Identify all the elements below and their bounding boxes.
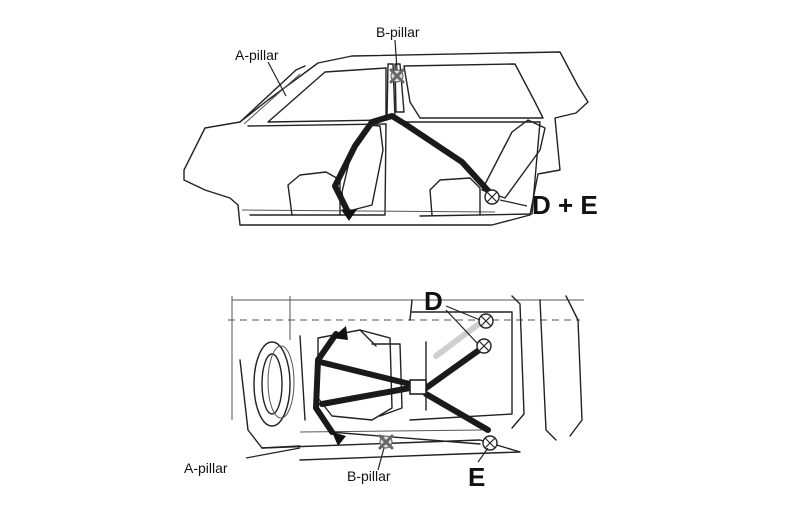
strap-lower-diag <box>319 385 413 407</box>
d-leader-2 <box>445 309 479 345</box>
d-label: D <box>424 286 443 316</box>
strap-right-down <box>423 391 491 433</box>
strap-rear-top <box>402 121 495 198</box>
strap-upper-diag <box>317 359 413 387</box>
car-interior-view <box>228 295 584 461</box>
e-label: E <box>468 462 486 492</box>
b-pillar-label-top: B-pillar <box>376 24 420 40</box>
strap-front-left <box>313 331 339 435</box>
strap-faded <box>433 317 487 359</box>
strap-right-up <box>423 345 485 391</box>
a-pillar-leader-top <box>267 61 287 97</box>
a-pillar-leader-bottom <box>245 447 301 459</box>
a-pillar-label-top: A-pillar <box>235 47 279 63</box>
strap-hook-icon <box>341 209 357 221</box>
car-side-view <box>183 51 589 226</box>
e-leader <box>477 447 489 463</box>
strap-hook-icon <box>332 326 348 340</box>
anchor-bolt-icon <box>478 313 494 329</box>
strap-front-top <box>332 113 408 215</box>
b-pillar-label-bottom: B-pillar <box>347 468 391 484</box>
anchor-bolt-icon <box>484 189 500 205</box>
b-pillar-leader-top <box>394 39 398 71</box>
d-e-leader-top <box>499 199 528 207</box>
anchor-bolt-icon <box>482 435 498 451</box>
b-pillar-x-mark-icon <box>389 68 405 84</box>
strap-hook-icon <box>332 432 346 446</box>
d-leader-1 <box>445 305 481 321</box>
b-pillar-x-mark-icon <box>378 434 394 450</box>
a-pillar-label-bottom: A-pillar <box>184 460 228 476</box>
anchor-bolt-icon <box>476 338 492 354</box>
d-plus-e-label: D + E <box>532 190 598 220</box>
strap-junction-ring-icon <box>409 379 427 395</box>
b-pillar-leader-bottom <box>377 447 385 471</box>
